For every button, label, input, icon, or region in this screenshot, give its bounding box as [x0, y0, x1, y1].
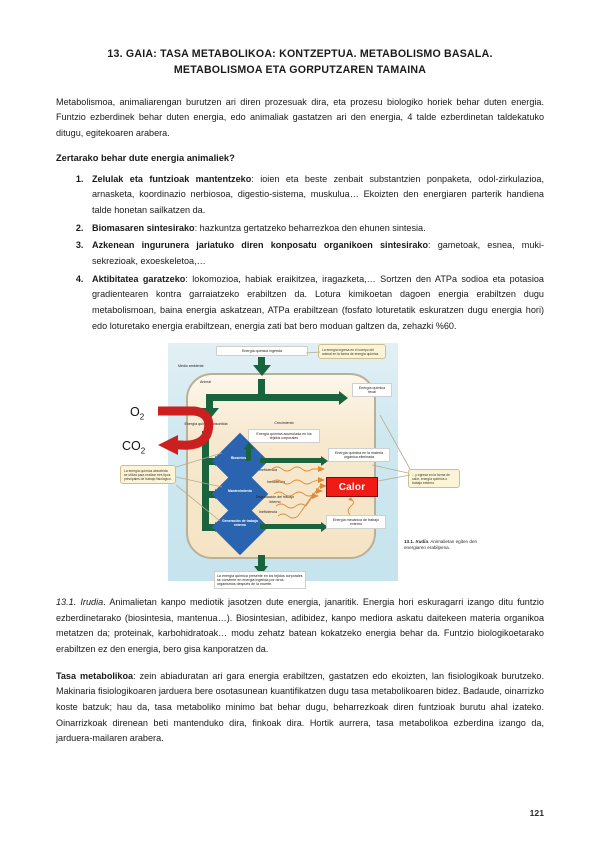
list-item: Azkenean ingurunera jariatuko diren konp… — [86, 238, 544, 269]
label-postmortem-energy: La energía química presente en los tejid… — [214, 571, 306, 590]
caption-number: 13.1. — [404, 539, 416, 545]
page-title: 13. GAIA: TASA METABOLIKOA: KONTZEPTUA. … — [56, 46, 544, 79]
leader-lines-right — [372, 415, 411, 482]
diamond-label-external-work: Generación de trabajo externo — [222, 519, 258, 528]
metabolic-rate-rest: : zein abiaduratan ari gara energia erab… — [56, 670, 544, 744]
figure-container: Energía química ingerida La energía ingr… — [56, 343, 544, 590]
list-item-rest: : gametoak, esnea, muki-sekrezioak, exoe… — [92, 240, 544, 266]
branch-to-biosynthesis — [202, 458, 216, 466]
list-item-rest: : hazkuntza gertatzeko beharrezkoa den e… — [194, 222, 426, 233]
list-item-lead: Zelulak eta funtzioak mantentzeko — [92, 173, 252, 184]
list-item: Zelulak eta funtzioak mantentzeko: ioien… — [86, 172, 544, 219]
list-item-rest: : ioien eta beste zenbait substantzien p… — [92, 173, 544, 216]
arrow-mechanical-shaft — [260, 524, 322, 530]
list-item: Aktibitatea garatzeko: lokomozioa, habia… — [86, 272, 544, 335]
label-environment: Medio ambiente — [178, 364, 204, 369]
label-mechanical-work: Energía mecánica de trabajo externo — [326, 515, 386, 529]
branch-to-maintenance — [202, 491, 216, 499]
label-eliminated-organic-matter: Energía química en la materia orgánica e… — [328, 448, 390, 462]
branch-to-external-work — [202, 524, 216, 532]
arrow-absorbed-head — [200, 408, 219, 420]
callout-right: …y egresa en la forma de calor, energía … — [408, 469, 460, 489]
arrow-bottom-shaft — [258, 555, 265, 569]
arrow-absorbed-shaft — [206, 394, 213, 411]
title-line-2: METABOLISMOA ETA GORPUTZAREN TAMAINA — [173, 64, 427, 77]
figure-caption-paragraph: 13.1. Irudia. Animalietan kanpo mediotik… — [56, 595, 544, 658]
figure-inline-caption: 13.1. Irudia. Animalietan egiten den ene… — [404, 539, 482, 552]
list-item-lead: Biomasaren sintesirako — [92, 222, 195, 233]
list-item-lead: Aktibitatea garatzeko — [92, 273, 186, 284]
distribution-bus-shaft — [202, 431, 209, 530]
arrow-growth-head — [243, 442, 254, 450]
callout-left: La energía química absorbida se utiliza … — [120, 465, 176, 485]
gas-exchange-arrow — [158, 406, 214, 456]
arrow-internal-shaft — [258, 379, 265, 402]
arrow-split-horizontal — [206, 394, 340, 402]
label-accumulated-energy: Energía química acumulada en los tejidos… — [248, 429, 320, 443]
list-item: Biomasaren sintesirako: hazkuntza gertat… — [86, 221, 544, 237]
label-ingested-energy: Energía química ingerida — [216, 346, 308, 356]
label-fecal-energy: Energía química fecal — [352, 383, 392, 397]
arrow-mechanical-head — [321, 521, 328, 532]
title-line-1: 13. GAIA: TASA METABOLIKOA: KONTZEPTUA. … — [107, 48, 493, 60]
figcap-word: Irudia — [80, 597, 104, 608]
leader-line-top — [306, 351, 321, 354]
figcap-number: 13.1. — [56, 597, 77, 608]
heat-box: Calor — [326, 477, 378, 498]
label-carbon-dioxide: CO2 — [122, 439, 146, 456]
arrow-ingested-head — [252, 365, 271, 377]
label-animal: Animal — [200, 380, 211, 385]
diamond-label-biosynthesis: Biosíntesis — [230, 456, 250, 461]
arrow-bottom-head — [253, 566, 268, 576]
list-item-rest: : lokomozioa, habiak eraikitzea, iragazk… — [92, 273, 544, 331]
arrow-eliminated-head — [321, 455, 328, 466]
energy-uses-list: Zelulak eta funtzioak mantentzeko: ioien… — [56, 172, 544, 334]
leader-lines-left — [175, 452, 223, 522]
label-degradation-internal-work: Degradación del trabajo interno — [255, 495, 295, 504]
label-inefficiency-2: Ineficiencia — [267, 480, 285, 485]
arrow-eliminated-shaft — [260, 458, 322, 464]
wavy-heat-arrows — [272, 466, 327, 519]
diamond-label-maintenance: Mantenimiento — [228, 489, 252, 494]
caption-text: . Animalietan egiten den energiaren erab… — [404, 539, 478, 551]
label-growth: Crecimiento — [274, 421, 294, 426]
label-inefficiency-1: Ineficiencia — [259, 468, 277, 473]
caption-word: Irudia — [415, 539, 429, 545]
figcap-text: . Animalietan kanpo mediotik jasotzen du… — [56, 597, 544, 655]
label-oxygen: O2 — [130, 405, 145, 422]
intro-paragraph: Metabolismoa, animaliarengan burutzen ar… — [56, 96, 544, 139]
page-number: 121 — [529, 808, 544, 818]
list-item-lead: Azkenean ingurunera jariatuko diren konp… — [92, 240, 429, 251]
arrow-ingested-shaft — [258, 357, 265, 368]
energy-flow-diagram: Energía química ingerida La energía ingr… — [120, 343, 482, 590]
question-heading: Zertarako behar dute energia animaliek? — [56, 152, 235, 163]
metabolic-rate-lead: Tasa metabolikoa — [56, 670, 134, 681]
arrow-fecal-head — [339, 390, 348, 405]
callout-top-right: La energía ingresa en el cuerpo del anim… — [318, 344, 386, 360]
label-inefficiency-3: Ineficiencia — [259, 510, 277, 515]
wavy-mechanical-to-heat — [347, 497, 354, 516]
arrow-growth-shaft — [246, 447, 251, 462]
metabolic-rate-paragraph: Tasa metabolikoa: zein abiaduratan ari g… — [56, 669, 544, 747]
